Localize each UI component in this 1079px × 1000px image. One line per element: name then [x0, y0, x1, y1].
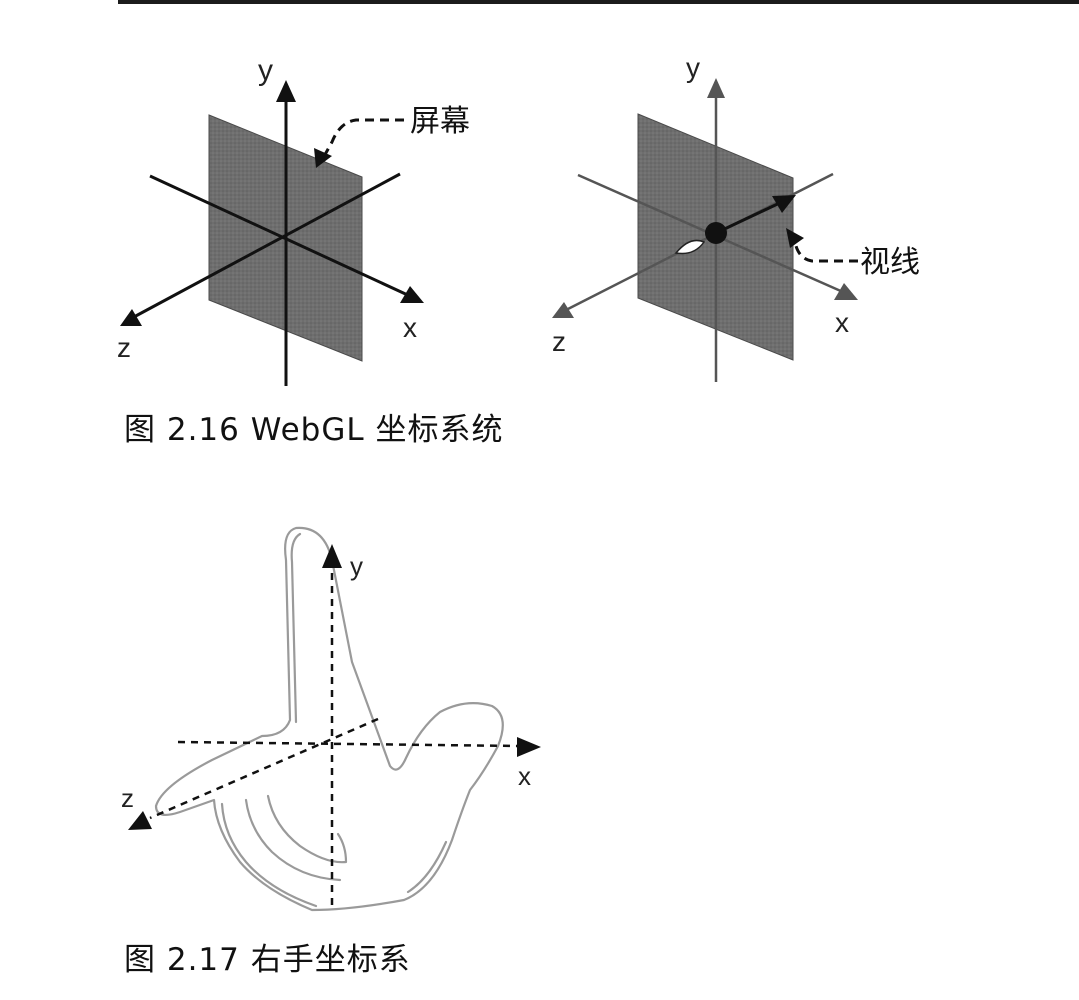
sightline-callout-arrow-icon	[786, 228, 804, 248]
screen-callout-line	[320, 118, 404, 161]
screen-callout-arrow-icon	[314, 148, 332, 168]
z-arrow-icon	[120, 309, 142, 326]
x-arrow-icon-right	[834, 283, 858, 300]
z-axis-dashed	[149, 717, 379, 820]
right-hand-outline	[154, 526, 504, 912]
y-arrow-icon-217	[322, 544, 342, 568]
fig217-diagram: y x z	[121, 526, 541, 912]
eye-icon	[674, 239, 706, 255]
z-arrow-icon-right	[552, 302, 574, 318]
fig216-right-diagram: y x z 视线	[552, 52, 920, 382]
sightline-arrow-icon	[772, 195, 796, 213]
sightline-callout-line	[794, 245, 858, 263]
y-arrow-icon-right	[707, 78, 725, 98]
x-arrow-icon	[400, 286, 424, 303]
fig217-y-label: y	[350, 551, 363, 581]
fig216-right-y-label: y	[686, 52, 700, 83]
fig216-right-x-label: x	[835, 307, 849, 338]
z-x-axis-line	[131, 172, 401, 320]
y-arrow-icon	[276, 80, 296, 102]
eye-point-icon	[705, 222, 727, 244]
z-arrow-icon-217	[128, 811, 152, 830]
fig216-right-z-label: z	[552, 326, 566, 357]
x-arrow-icon-217	[517, 737, 541, 757]
figure-2-16-caption: 图 2.16 WebGL 坐标系统	[124, 412, 504, 448]
top-rule	[118, 0, 1079, 4]
z-axis-line	[134, 176, 151, 318]
fig217-z-label: z	[121, 783, 134, 813]
fig216-left-z-label: z	[117, 332, 131, 363]
fig216-left-x-label: x	[403, 312, 417, 343]
sightline	[715, 198, 787, 235]
x-axis-dashed	[177, 740, 521, 748]
fig217-x-label: x	[518, 761, 531, 791]
screen-callout-label: 屏幕	[410, 104, 470, 139]
sightline-callout-label: 视线	[860, 245, 920, 280]
fig216-left-diagram: y x z 屏幕	[117, 54, 470, 386]
figure-2-17-caption: 图 2.17 右手坐标系	[124, 942, 411, 978]
fig216-left-y-label: y	[258, 54, 273, 87]
